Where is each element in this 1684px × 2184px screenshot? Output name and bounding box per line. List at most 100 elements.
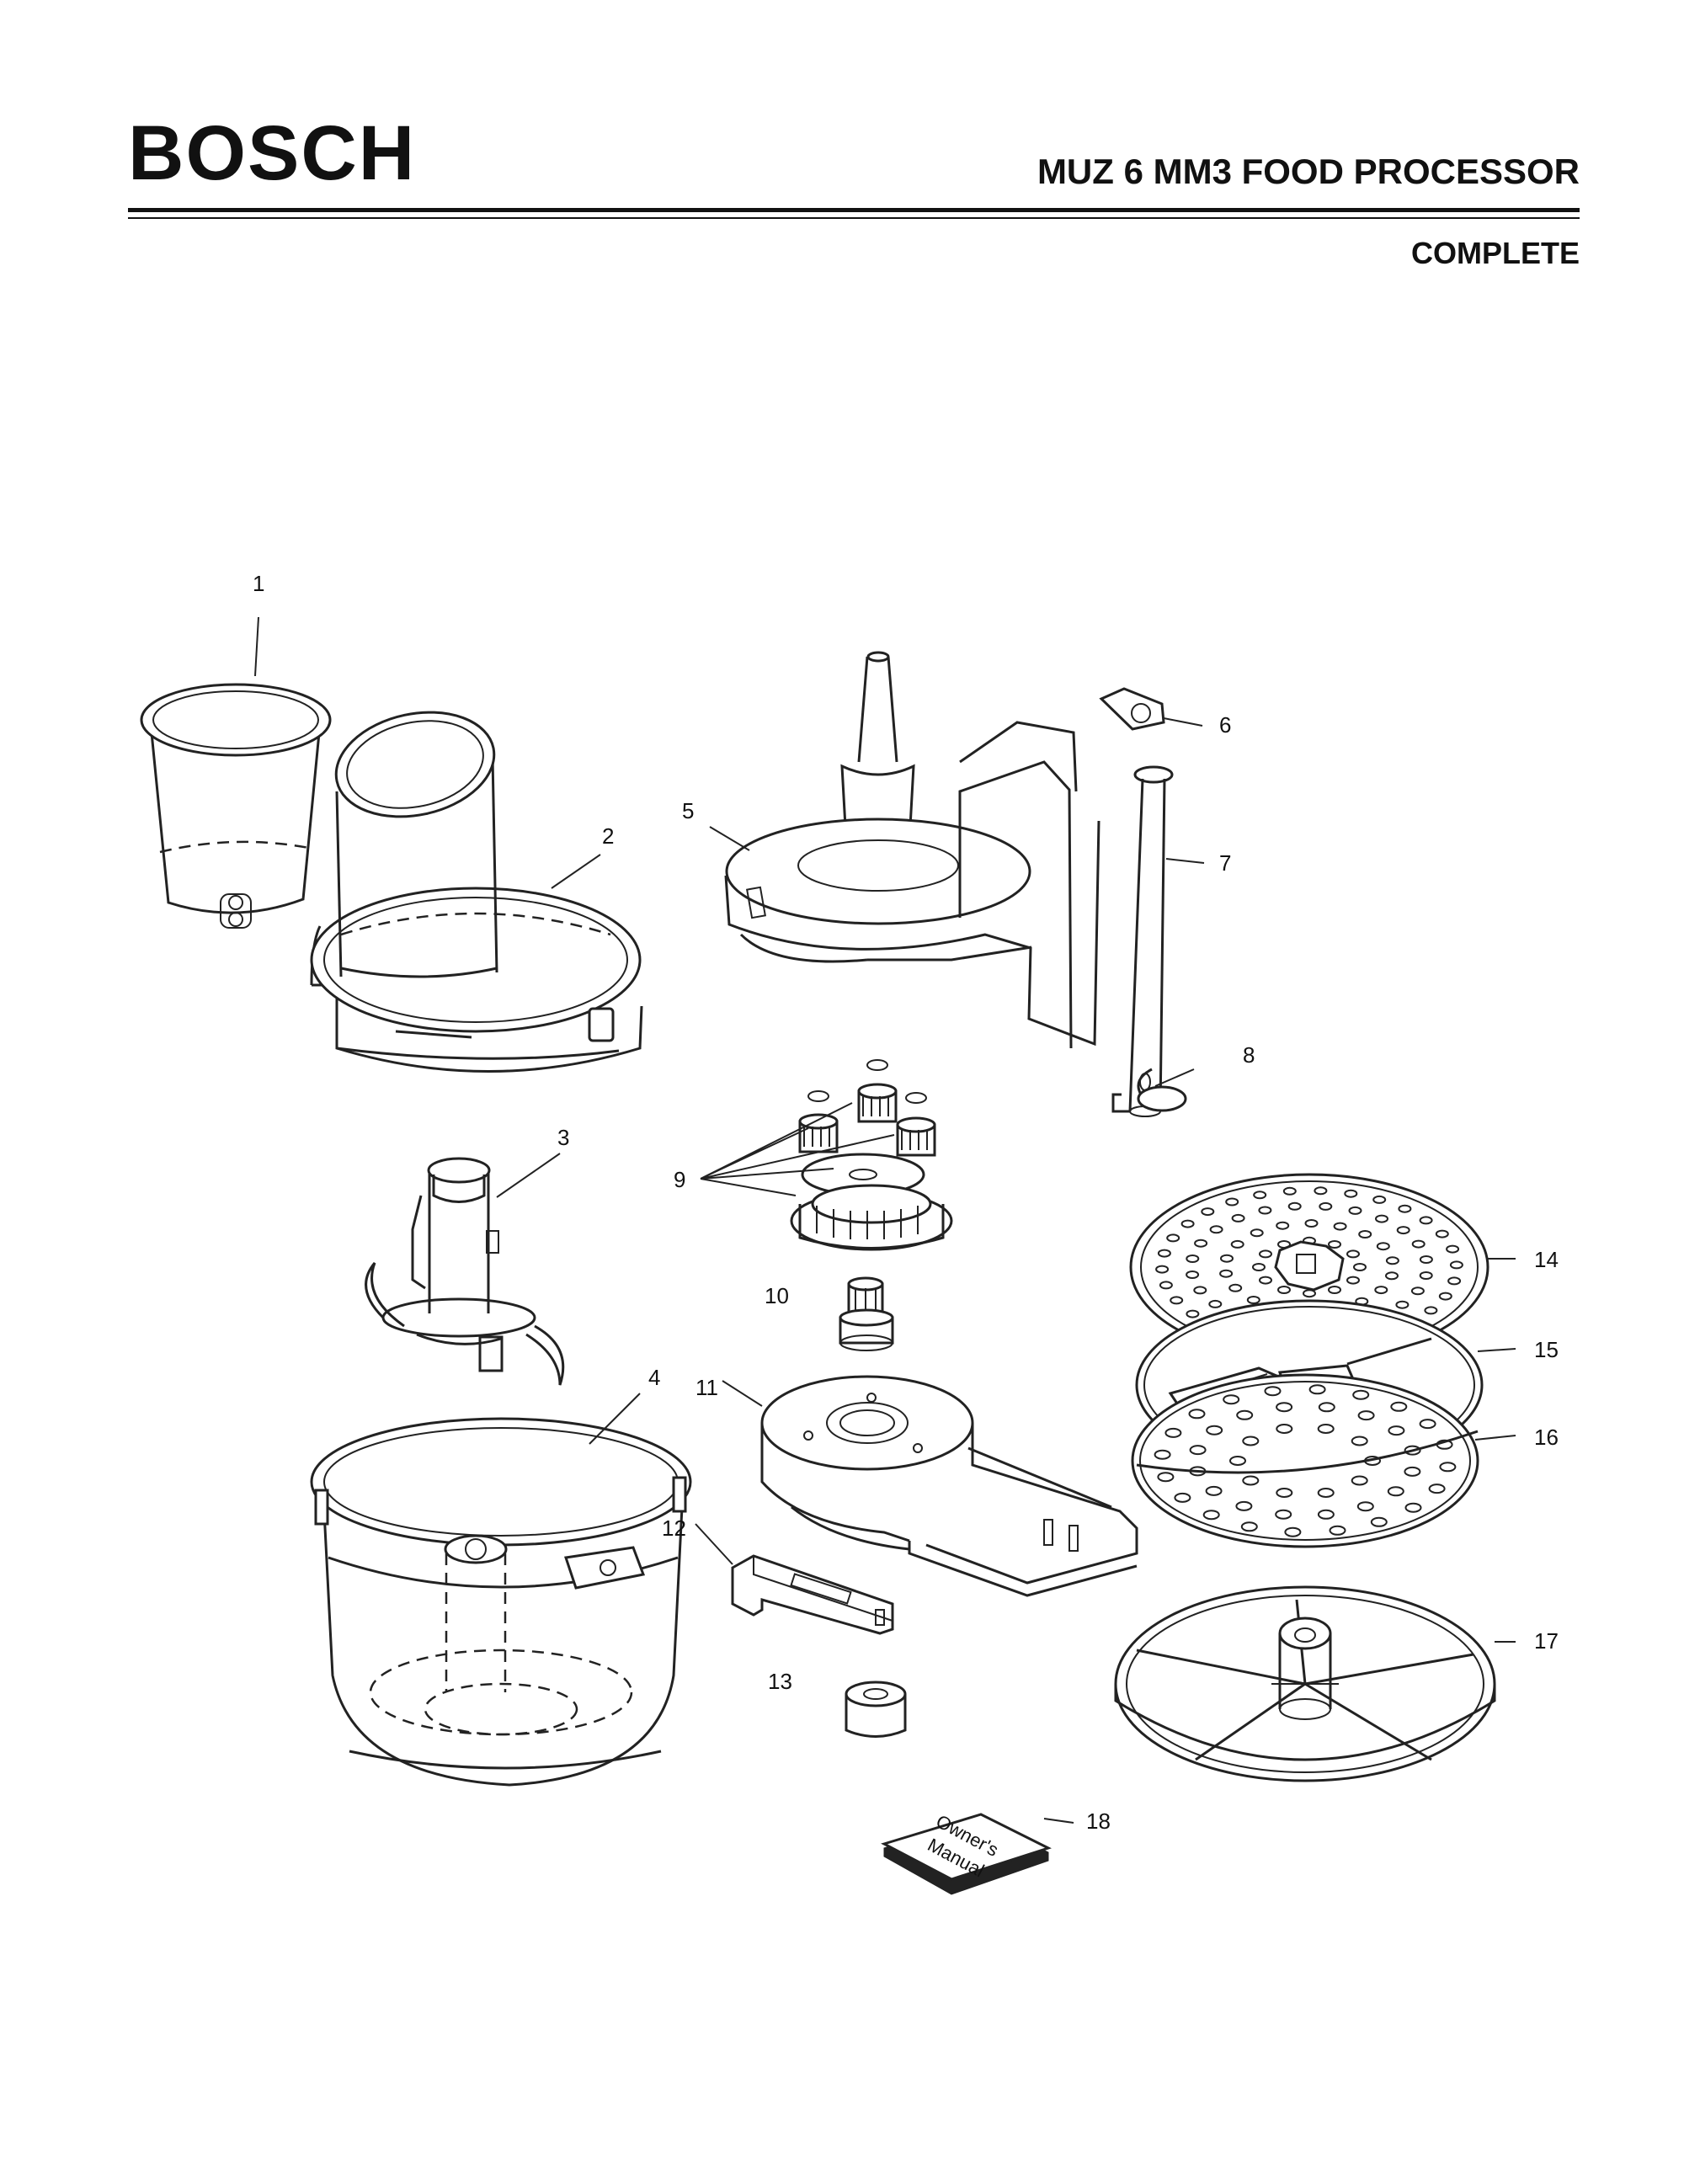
disc-hole: [1259, 1249, 1272, 1259]
callout-13: 13: [768, 1669, 792, 1694]
disc-hole: [1159, 1281, 1173, 1290]
disc-hole: [1276, 1221, 1290, 1230]
disc-hole: [1282, 1186, 1297, 1196]
callout-17: 17: [1534, 1628, 1559, 1654]
disc-hole: [1186, 1309, 1200, 1318]
disc-hole: [1304, 1219, 1319, 1228]
leader-lines: [254, 616, 1516, 1824]
callout-6: 6: [1219, 712, 1231, 738]
diagram-subtitle: COMPLETE: [1410, 236, 1580, 270]
part-12-release-lever: [731, 1554, 894, 1635]
disc-hole: [1264, 1386, 1282, 1397]
disc-hole: [1253, 1191, 1267, 1200]
disc-hole: [1317, 1424, 1335, 1434]
disc-hole: [1328, 1240, 1341, 1249]
callout-15: 15: [1534, 1337, 1559, 1362]
disc-hole: [1220, 1254, 1234, 1263]
disc-hole: [1447, 1276, 1462, 1286]
disc-hole: [1258, 1206, 1272, 1215]
disc-hole: [1174, 1492, 1191, 1503]
disc-hole: [1344, 1189, 1358, 1198]
part-18-owners-manual: Owner's Manual: [881, 1810, 1052, 1895]
disc-hole: [1228, 1283, 1243, 1292]
disc-hole: [1236, 1409, 1254, 1420]
callout-1: 1: [253, 571, 264, 596]
model-title: MUZ 6 MM3 FOOD PROCESSOR: [1037, 152, 1580, 191]
disc-hole: [1164, 1427, 1182, 1438]
callout-10: 10: [765, 1283, 789, 1308]
disc-hole: [1252, 1263, 1266, 1271]
disc-hole: [1346, 1249, 1360, 1259]
disc-hole: [1194, 1238, 1208, 1248]
disc-hole: [1208, 1299, 1223, 1308]
callout-16: 16: [1534, 1425, 1559, 1450]
part-13-bushing: [845, 1681, 907, 1738]
disc-hole: [1276, 1424, 1293, 1434]
disc-hole: [1358, 1230, 1372, 1238]
callout-8: 8: [1243, 1042, 1255, 1068]
disc-hole: [1396, 1226, 1410, 1235]
disc-hole: [1328, 1286, 1341, 1294]
disc-hole: [1410, 1286, 1425, 1296]
callout-14: 14: [1534, 1247, 1559, 1272]
callout-12: 12: [662, 1515, 686, 1541]
part-1-food-pusher: [140, 683, 332, 929]
disc-hole: [1446, 1244, 1460, 1254]
disc-hole: [1435, 1229, 1449, 1238]
disc-hole: [1235, 1500, 1253, 1511]
disc-hole: [1404, 1502, 1422, 1513]
disc-hole: [1376, 1242, 1390, 1251]
disc-hole: [1284, 1526, 1302, 1537]
disc-hole: [1411, 1239, 1426, 1249]
disc-hole: [1387, 1486, 1404, 1497]
part-5-drive-housing: [724, 651, 1100, 1049]
disc-hole: [1375, 1214, 1388, 1223]
part-2-bowl-lid: [310, 711, 643, 1073]
disc-hole: [1419, 1419, 1436, 1430]
disc-hole: [1438, 1292, 1452, 1301]
disc-hole: [1240, 1521, 1258, 1532]
disc-hole: [1351, 1436, 1368, 1446]
header-rule-thin: [128, 217, 1580, 219]
disc-hole: [1170, 1296, 1184, 1305]
disc-hole: [1206, 1425, 1223, 1436]
disc-hole: [1346, 1276, 1360, 1285]
disc-hole: [1189, 1445, 1207, 1456]
disc-hole: [1424, 1306, 1438, 1315]
disc-hole: [1318, 1402, 1335, 1413]
disc-hole: [1390, 1401, 1408, 1412]
brand-logo: BOSCH: [128, 110, 417, 196]
disc-hole: [1186, 1254, 1200, 1263]
disc-hole: [1395, 1300, 1410, 1309]
disc-hole: [1250, 1228, 1264, 1238]
disc-hole: [1276, 1488, 1293, 1498]
disc-hole: [1374, 1286, 1388, 1295]
disc-hole: [1219, 1269, 1234, 1278]
disc-hole: [1166, 1233, 1180, 1243]
part-10-drive-coupling: [839, 1276, 894, 1351]
callout-4: 4: [648, 1365, 660, 1390]
disc-hole: [1356, 1501, 1374, 1512]
disc-hole: [1308, 1384, 1326, 1395]
part-7-drive-shaft: [1111, 765, 1174, 1117]
callout-3: 3: [557, 1125, 569, 1150]
disc-hole: [1372, 1195, 1387, 1204]
disc-hole: [1419, 1216, 1433, 1225]
disc-hole: [1398, 1204, 1412, 1213]
disc-hole: [1385, 1271, 1399, 1281]
header-rule-thick: [128, 208, 1580, 212]
callout-5: 5: [682, 798, 694, 823]
part-3-chopping-blade: [365, 1157, 565, 1386]
disc-hole: [1201, 1207, 1215, 1217]
disc-hole: [1155, 1265, 1170, 1274]
disc-hole: [1404, 1466, 1421, 1477]
disc-hole: [1223, 1394, 1240, 1405]
part-4-mixing-bowl: [310, 1417, 692, 1787]
part-8-spring-clip: [1137, 1068, 1187, 1112]
disc-hole: [1275, 1509, 1292, 1520]
disc-hole: [1348, 1206, 1362, 1215]
disc-hole: [1319, 1201, 1333, 1211]
disc-hole: [1242, 1475, 1260, 1486]
disc-hole: [1193, 1286, 1207, 1295]
